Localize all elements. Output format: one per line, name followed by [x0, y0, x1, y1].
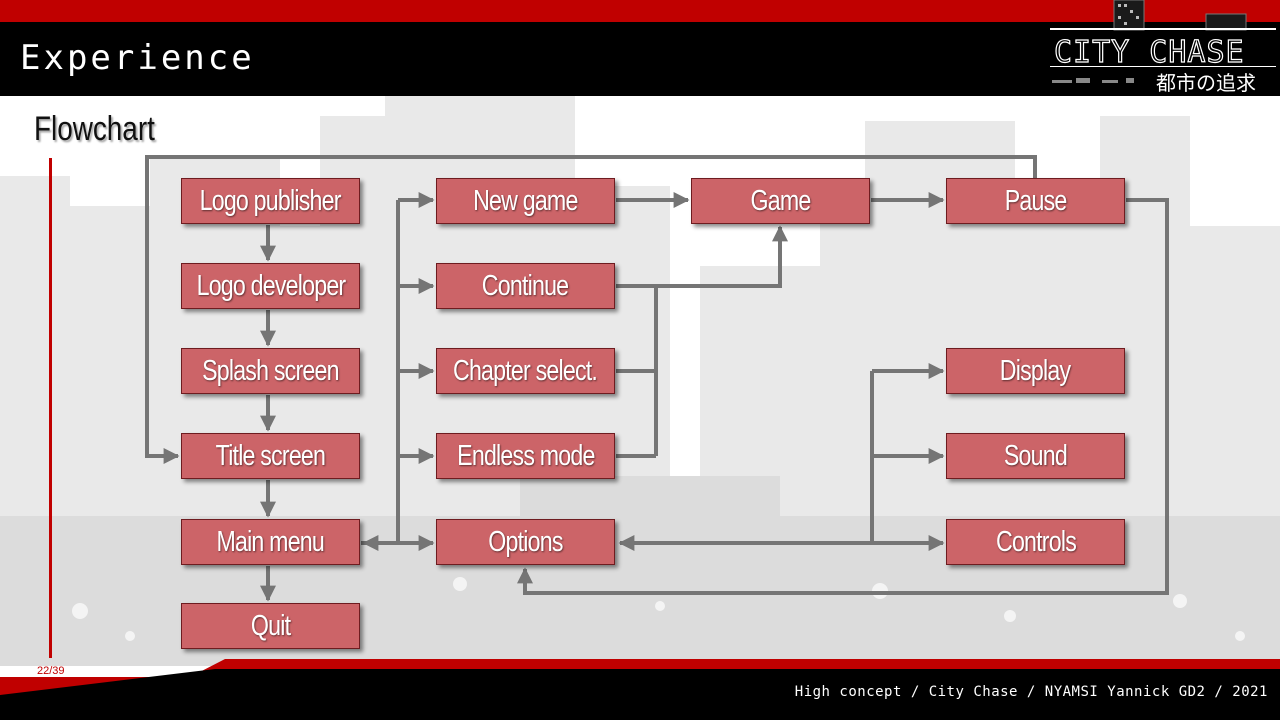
page-title: Experience [20, 38, 255, 78]
node-game: Game [691, 178, 870, 224]
footer-bar [0, 659, 1280, 720]
node-main-menu: Main menu [181, 519, 360, 565]
footer-credit: High concept / City Chase / NYAMSI Yanni… [794, 684, 1268, 700]
node-pause: Pause [946, 178, 1125, 224]
node-sound: Sound [946, 433, 1125, 479]
node-new-game: New game [436, 178, 615, 224]
arrow-pause-to-title-screen [145, 155, 1037, 464]
red-vertical-rule [49, 158, 52, 658]
page-number: 22/39 [37, 665, 65, 677]
node-options: Options [436, 519, 615, 565]
node-splash-screen: Splash screen [181, 348, 360, 394]
header-bar [0, 22, 1280, 96]
node-controls: Controls [946, 519, 1125, 565]
section-title: Flowchart [34, 110, 155, 148]
arrow-pause-to-options [517, 198, 1169, 595]
arrow-continue-to-game [616, 225, 788, 288]
node-display: Display [946, 348, 1125, 394]
logo-subtitle: 都市の追求 [1156, 71, 1256, 95]
node-logo-developer: Logo developer [181, 263, 360, 309]
node-continue: Continue [436, 263, 615, 309]
top-red-band [0, 0, 1280, 22]
node-endless-mode: Endless mode [436, 433, 615, 479]
node-logo-publisher: Logo publisher [181, 178, 360, 224]
node-chapter-select: Chapter select. [436, 348, 615, 394]
node-title-screen: Title screen [181, 433, 360, 479]
logo-text: CITY CHASE [1054, 35, 1245, 70]
node-quit: Quit [181, 603, 360, 649]
city-chase-logo: CITY CHASE 都市の追求 [1050, 0, 1276, 95]
